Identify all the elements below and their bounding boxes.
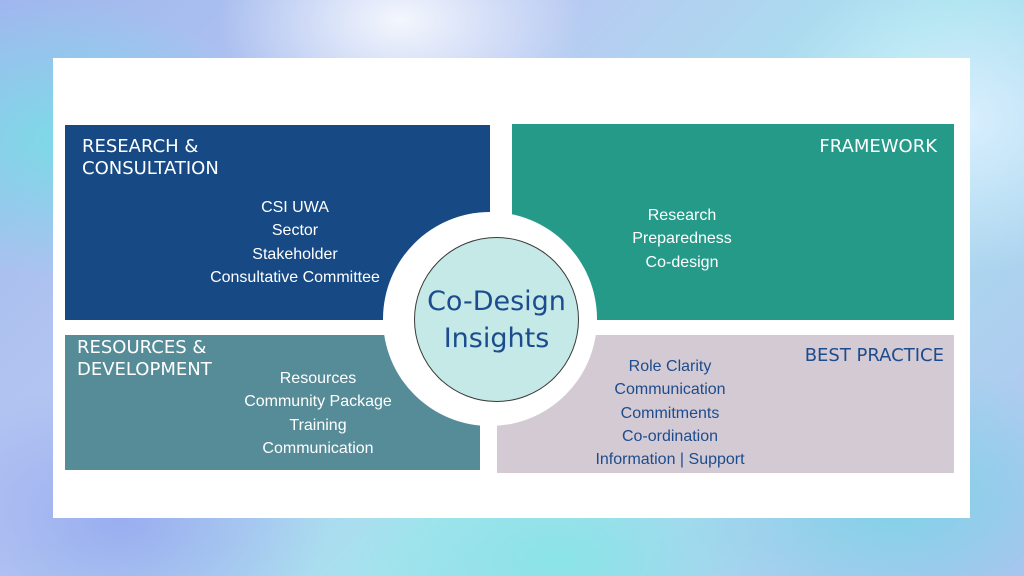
resources-item: Training <box>289 416 347 434</box>
framework-item: Co-design <box>645 253 719 271</box>
best-practice-item: Role Clarity <box>628 358 712 375</box>
best-practice-item: Commitments <box>620 404 720 422</box>
resources-item: Communication <box>262 439 374 457</box>
center-title-line2: Insights <box>443 322 550 354</box>
research-item: Consultative Committee <box>210 268 380 286</box>
resources-title-line2: DEVELOPMENT <box>77 359 212 380</box>
center-circle: Co-Design Insights <box>414 237 579 402</box>
research-item: CSI UWA <box>261 199 329 216</box>
research-title: RESEARCH & CONSULTATION <box>82 136 219 180</box>
resources-title: RESOURCES & DEVELOPMENT <box>77 337 212 381</box>
best-practice-items: Role Clarity Communication Commitments C… <box>577 355 763 471</box>
resources-item: Resources <box>279 370 357 387</box>
research-consultation-box: RESEARCH & CONSULTATION CSI UWA Sector S… <box>65 125 490 320</box>
center-ring: Co-Design Insights <box>383 212 597 426</box>
research-item: Sector <box>271 222 319 240</box>
best-practice-title: BEST PRACTICE <box>804 345 944 366</box>
framework-title: FRAMEWORK <box>819 136 937 157</box>
framework-items: Research Preparedness Co-design <box>612 204 752 274</box>
resources-item: Community Package <box>244 393 392 411</box>
research-items: CSI UWA Sector Stakeholder Consultative … <box>195 196 395 289</box>
best-practice-item: Communication <box>614 381 726 399</box>
slide-card: RESEARCH & CONSULTATION CSI UWA Sector S… <box>53 58 970 518</box>
framework-item: Research <box>647 207 717 224</box>
center-title-line1: Co-Design <box>427 285 566 317</box>
research-item: Stakeholder <box>252 245 338 263</box>
best-practice-box: BEST PRACTICE Role Clarity Communication… <box>497 335 954 473</box>
research-title-line1: RESEARCH & <box>82 136 199 157</box>
resources-items: Resources Community Package Training Com… <box>230 367 406 460</box>
framework-item: Preparedness <box>632 230 732 248</box>
best-practice-item: Information | Support <box>595 451 745 469</box>
best-practice-item: Co-ordination <box>621 427 719 445</box>
resources-title-line1: RESOURCES & <box>77 337 207 358</box>
research-title-line2: CONSULTATION <box>82 158 219 179</box>
